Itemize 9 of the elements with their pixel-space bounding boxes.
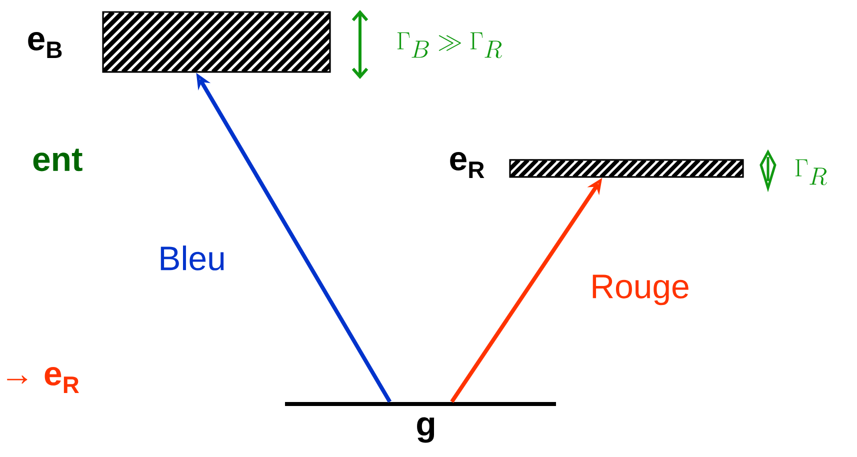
level-label: e$_{R}$ [450,152,484,178]
note-text: ent [33,148,82,172]
level-label: e$_{B}$ [28,32,62,58]
width-formula: $\Gamma_B \gg \Gamma_R$ [397,32,502,58]
level-label: g [417,417,434,443]
note-text: → e$_{R}$ [7,366,79,393]
width-formula: $\Gamma_R$ [795,159,827,186]
edge-label: Bleu [160,246,224,270]
edge-label: Rouge [592,274,688,306]
